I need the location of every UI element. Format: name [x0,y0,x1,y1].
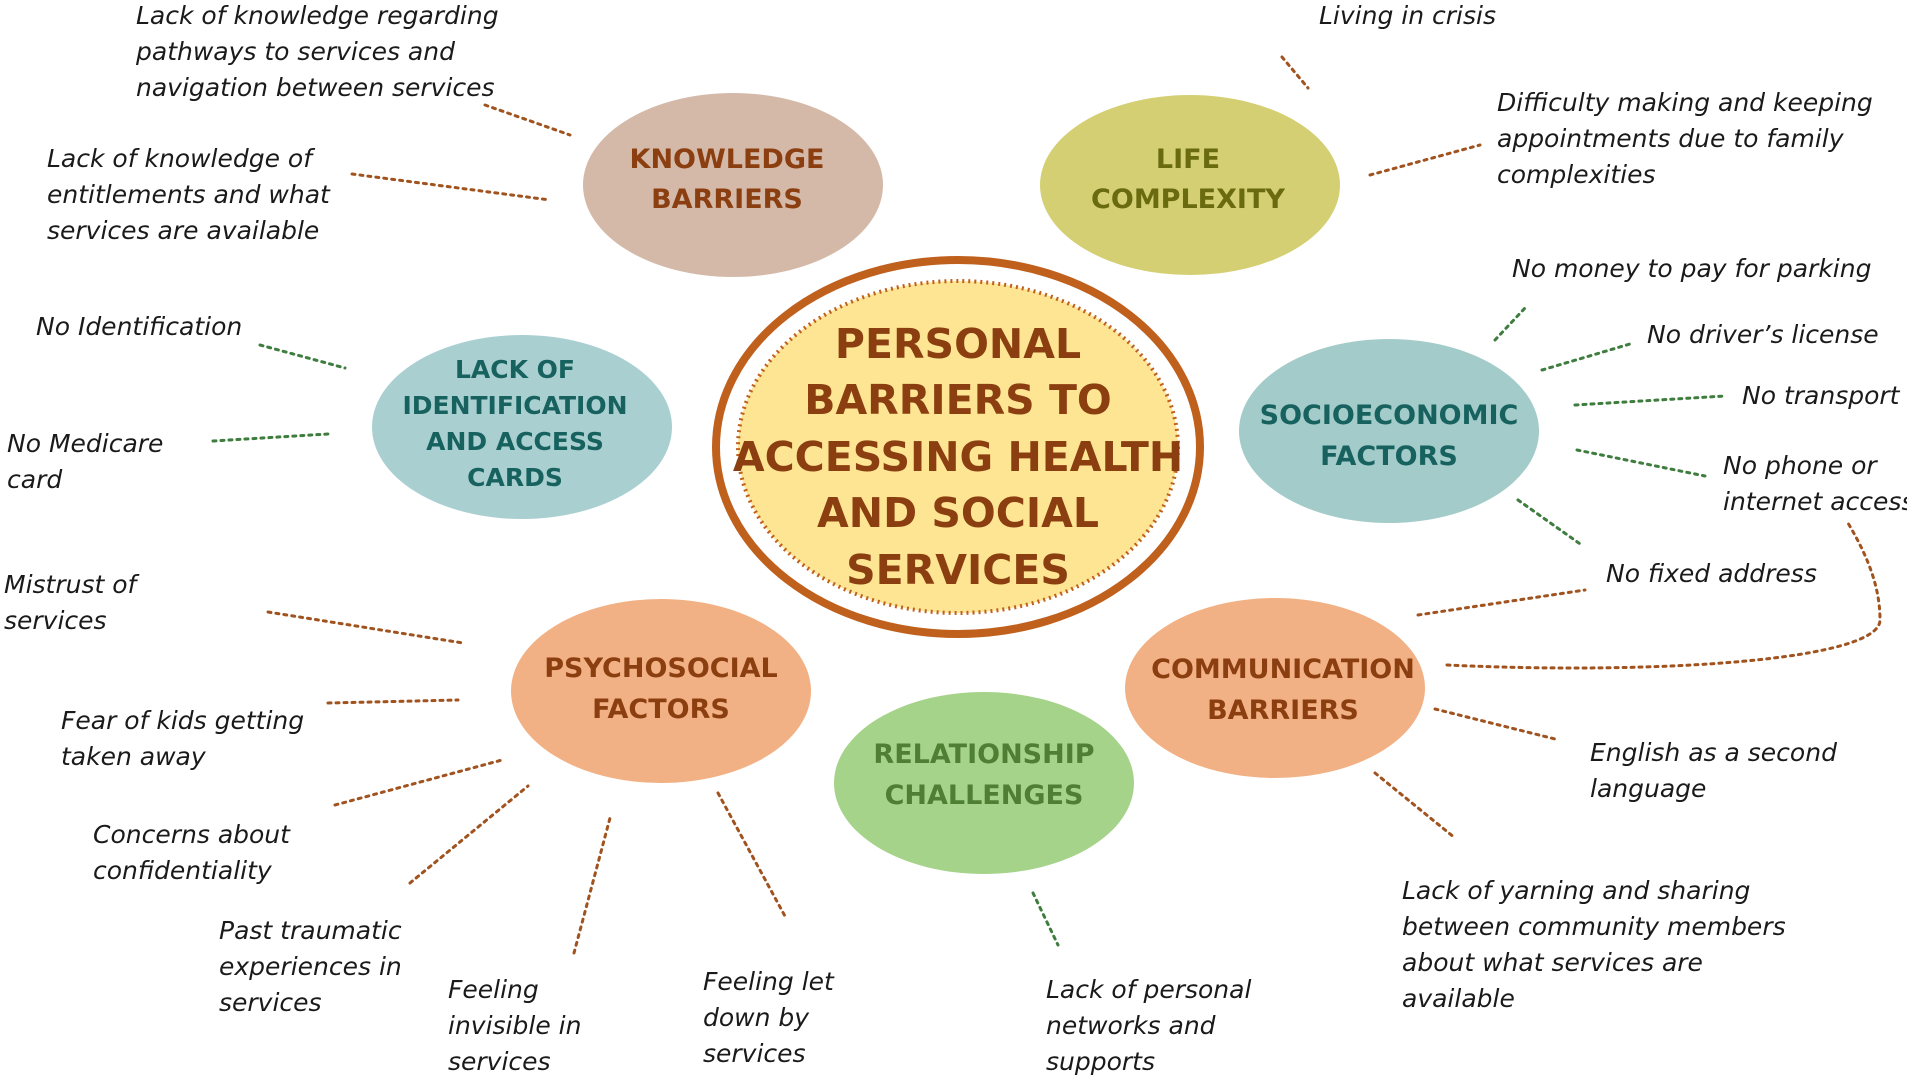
label-socio-address: No fixed address [1606,559,1817,588]
life-line-1: LIFE [1156,144,1220,175]
label-id-no-identification: No Identification [36,312,242,341]
connector-id-no-medicare [211,432,330,443]
label-knowledge-entitlements: Lack of knowledge of entitlements and wh… [47,144,338,245]
label-socio-license: No driver’s license [1647,320,1879,349]
center-title-line-5: SERVICES [846,546,1070,594]
label-psycho-confidentiality: Concerns about confidentiality [93,820,298,885]
knowledge-ellipse [583,93,883,277]
center-title-line-4: AND SOCIAL [817,489,1099,537]
connector-life-crisis [1280,55,1310,90]
label-psycho-mistrust: Mistrust of services [4,570,144,635]
identification-line-4: CARDS [467,463,563,492]
center-node: PERSONAL BARRIERS TO ACCESSING HEALTH AN… [712,256,1204,638]
connector-psycho-invisible [572,816,612,955]
knowledge-line-1: KNOWLEDGE [630,144,825,175]
label-socio-transport: No transport [1742,381,1901,410]
psychosocial-ellipse [511,599,811,783]
identification-line-2: IDENTIFICATION [402,391,627,420]
label-socio-phone: No phone or internet access [1723,451,1907,516]
relationship-line-1: RELATIONSHIP [873,739,1094,770]
category-life: LIFE COMPLEXITY [1040,95,1340,275]
connector-psycho-fear [326,698,460,705]
category-communication: COMMUNICATION BARRIERS [1125,598,1425,778]
connector-psycho-confidentiality [333,758,504,807]
connector-socio-transport [1573,394,1727,407]
label-psycho-fear: Fear of kids getting taken away [61,706,312,771]
connector-psycho-mistrust [266,610,465,645]
label-psycho-letdown: Feeling let down by services [703,967,842,1068]
label-knowledge-pathways: Lack of knowledge regarding pathways to … [135,1,507,102]
connector-comm-address [1416,588,1587,617]
label-psycho-invisible: Feeling invisible in services [448,975,589,1076]
connector-psycho-letdown [716,791,788,920]
connector-id-no-identification [258,343,347,370]
relationship-line-2: CHALLENGES [885,780,1084,811]
label-relationship-networks: Lack of personal networks and supports [1046,975,1259,1076]
identification-line-1: LACK OF [455,355,575,384]
label-psycho-trauma: Past traumatic experiences in services [219,916,410,1017]
life-ellipse [1040,95,1340,275]
connector-life-appointments [1368,143,1482,177]
center-fill [736,279,1180,615]
label-life-crisis: Living in crisis [1319,1,1496,30]
socioeconomic-ellipse [1239,339,1539,523]
psychosocial-line-2: FACTORS [592,694,730,725]
category-relationship: RELATIONSHIP CHALLENGES [834,692,1134,874]
identification-ellipse [372,335,672,519]
label-comm-english: English as a second language [1590,738,1845,803]
label-id-no-medicare: No Medicare card [7,429,171,494]
category-identification: LACK OF IDENTIFICATION AND ACCESS CARDS [372,335,672,519]
category-knowledge: KNOWLEDGE BARRIERS [583,93,883,277]
connector-knowledge-entitlements [350,172,552,202]
socioeconomic-line-1: SOCIOECONOMIC [1260,400,1519,431]
connector-psycho-trauma [408,784,530,885]
center-title-line-3: ACCESSING HEALTH [733,433,1183,481]
connector-comm-english [1433,707,1557,741]
communication-line-2: BARRIERS [1207,695,1359,726]
center-title-line-1: PERSONAL [835,320,1081,368]
label-life-appointments: Difficulty making and keeping appointmen… [1497,88,1881,189]
label-comm-yarning: Lack of yarning and sharing between comm… [1402,876,1794,1013]
life-line-2: COMPLEXITY [1091,184,1285,215]
connector-knowledge-pathways [483,103,572,137]
identification-line-3: AND ACCESS [426,427,604,456]
category-socioeconomic: SOCIOECONOMIC FACTORS [1239,339,1539,523]
category-psychosocial: PSYCHOSOCIAL FACTORS [511,599,811,783]
connector-comm-phone-curve [1445,521,1882,670]
connector-socio-parking [1493,306,1527,342]
connector-socio-license [1540,342,1632,372]
connector-socio-phone [1575,448,1707,478]
socioeconomic-line-2: FACTORS [1320,441,1458,472]
label-socio-parking: No money to pay for parking [1512,254,1871,283]
knowledge-line-2: BARRIERS [651,184,803,215]
communication-ellipse [1125,598,1425,778]
psychosocial-line-1: PSYCHOSOCIAL [544,653,778,684]
relationship-ellipse [834,692,1134,874]
outer-labels: Lack of knowledge regarding pathways to … [4,1,1907,1076]
connector-relationship-networks [1031,891,1060,947]
communication-line-1: COMMUNICATION [1151,654,1415,685]
connector-lines [211,55,1882,955]
center-title-line-2: BARRIERS TO [804,376,1112,424]
connector-socio-address [1516,498,1585,548]
connector-comm-yarning [1373,771,1457,840]
